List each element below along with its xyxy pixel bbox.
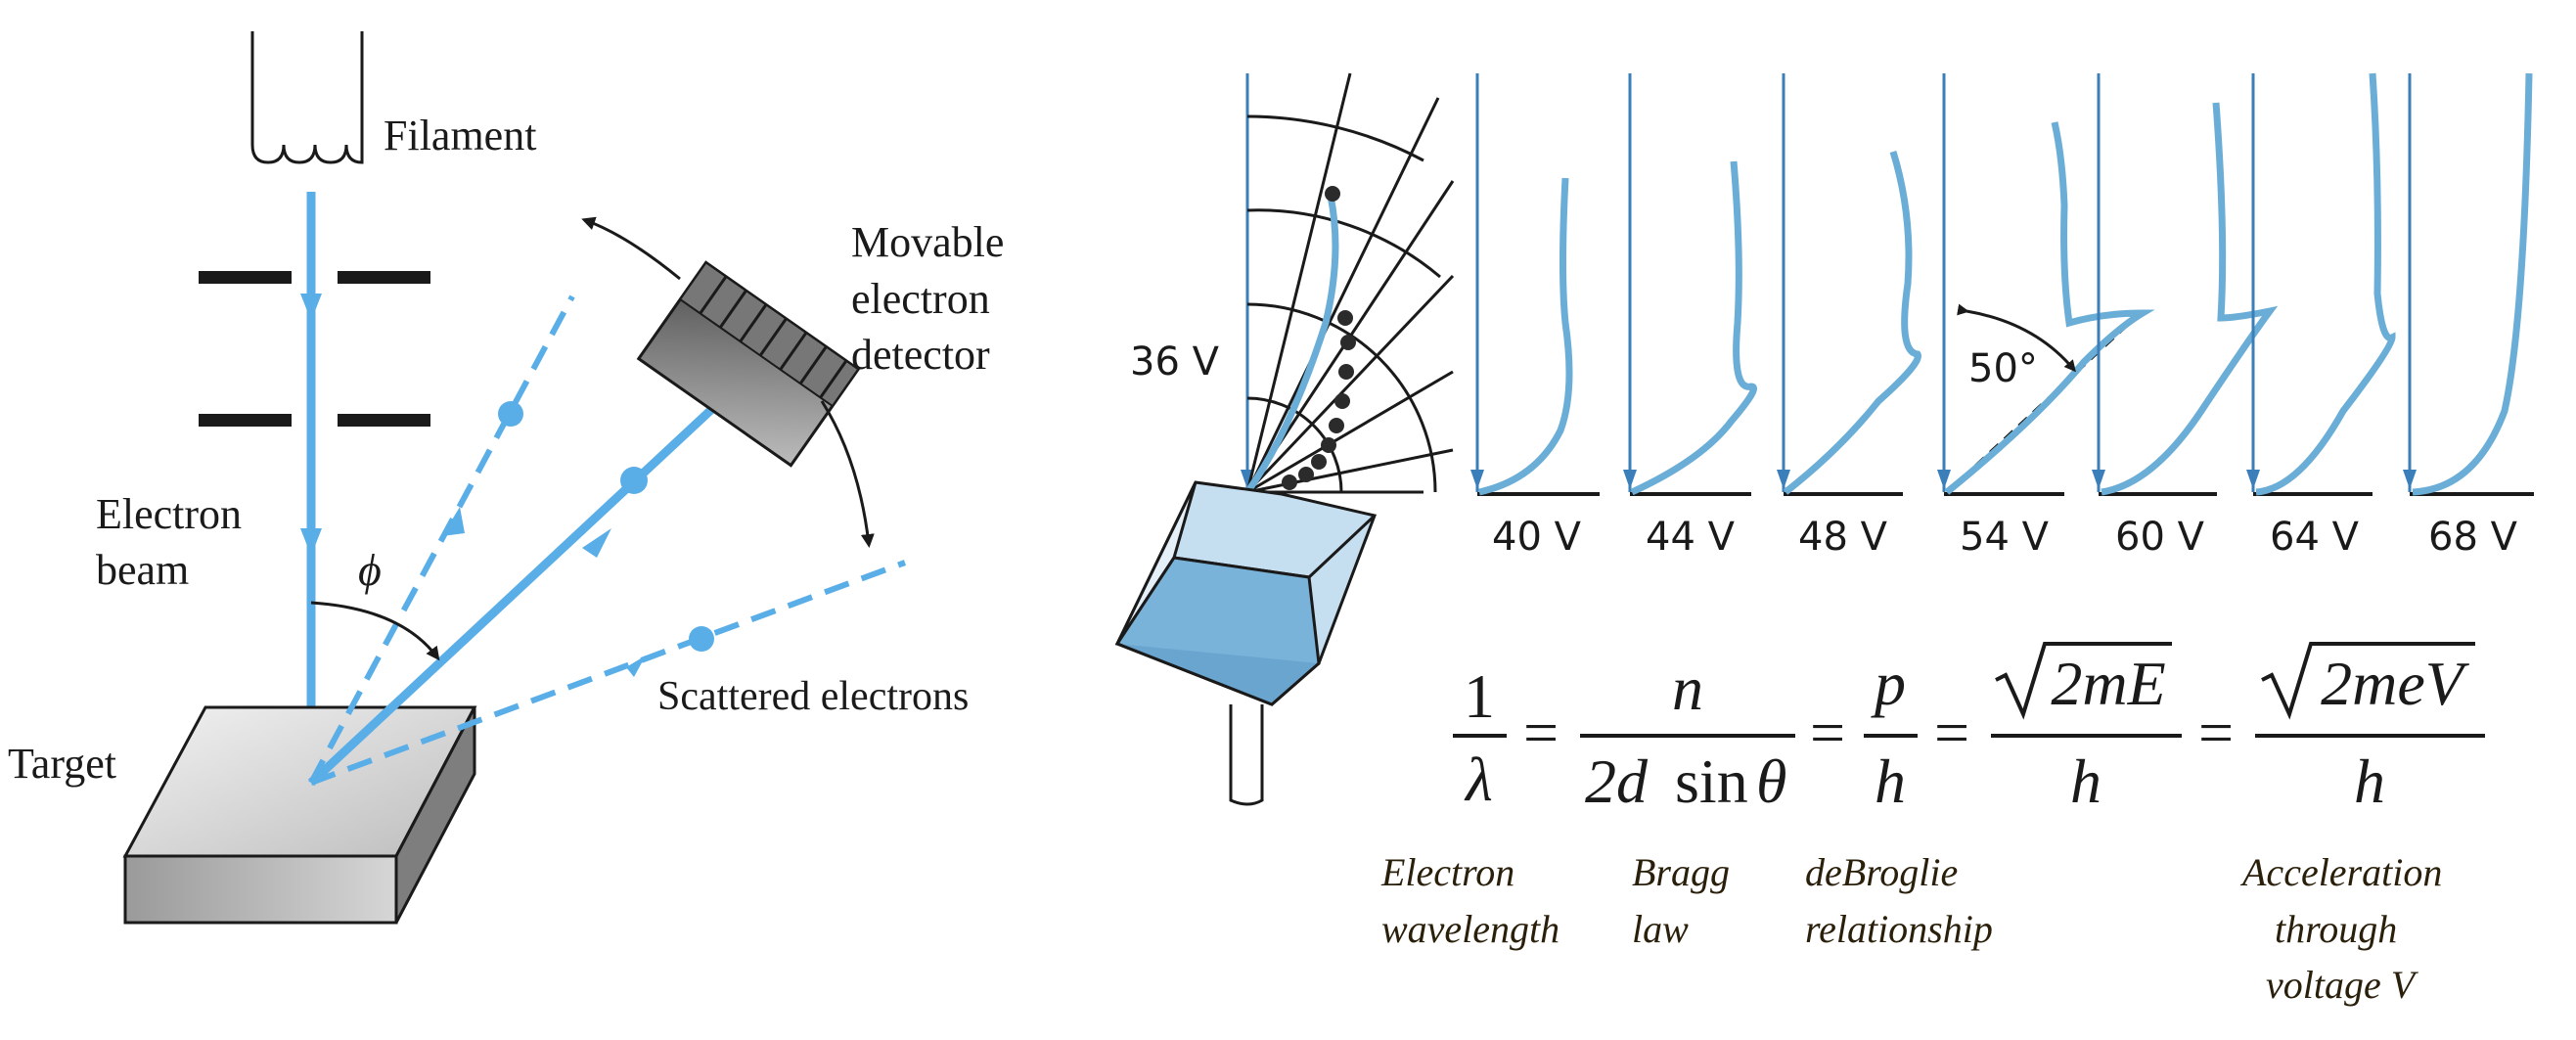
eq-term3-numerator: p: [1871, 649, 1906, 718]
intensity-curve-60v: [2101, 102, 2279, 496]
scattered-arrow-lower: [626, 656, 646, 677]
caption-electron-wavelength-1: Electron: [1380, 850, 1514, 894]
aperture-plate-top-right: [338, 271, 430, 284]
target-label: Target: [8, 740, 116, 788]
scattered-beam-solid: [307, 389, 733, 787]
electron-beam-label-2: beam: [96, 546, 189, 594]
polar-grid-36v: [1241, 72, 1455, 495]
voltage-label-64v: 64 V: [2270, 515, 2360, 560]
eq-term1-denominator: λ: [1464, 745, 1493, 814]
voltage-label-54v: 54 V: [1960, 515, 2050, 560]
filament-label: Filament: [384, 112, 536, 159]
wavelength-equation: 1 λ = n 2d sin θ = p h = 2mE h = 2meV h: [1453, 642, 2485, 816]
voltage-label-48v: 48 V: [1798, 515, 1888, 560]
beam-arrow-2: [300, 528, 322, 556]
detector-motion-arc-down: [820, 400, 875, 548]
caption-acceleration-3: voltage V: [2266, 963, 2419, 1007]
movable-electron-detector: [636, 260, 861, 468]
eq-term5-sqrt: [2261, 642, 2475, 720]
panel-40v: [1470, 73, 1600, 496]
intensity-curve-40v: [1478, 177, 1573, 496]
eq-term2-numerator: n: [1672, 654, 1703, 723]
eq-term5-numerator: 2meV: [2321, 649, 2470, 718]
caption-bragg-law-2: law: [1632, 907, 1689, 951]
eq-equals-4: =: [2198, 698, 2234, 767]
scattered-arrow-middle: [582, 528, 611, 558]
caption-debroglie-1: deBroglie: [1805, 850, 1958, 894]
detector-motion-arc-up: [581, 216, 681, 281]
caption-debroglie-2: relationship: [1805, 907, 1993, 951]
eq-term5-denominator: h: [2354, 746, 2385, 816]
electron-beam-label-1: Electron: [96, 490, 242, 538]
panel-60v: [2092, 73, 2279, 496]
eq-term4-numerator: 2mE: [2051, 649, 2165, 718]
panel-44v: [1623, 73, 1757, 496]
eq-equals-1: =: [1523, 698, 1559, 767]
caption-acceleration-2: through: [2275, 907, 2397, 951]
eq-term2-den-2d: 2d: [1585, 746, 1649, 816]
phi-label: ϕ: [358, 545, 382, 595]
detector-label-1: Movable: [851, 218, 1004, 266]
davisson-germer-apparatus: Filament Electron beam Target ϕ: [8, 31, 1004, 925]
caption-bragg-law-1: Bragg: [1632, 850, 1730, 894]
intensity-curve-68v: [2412, 72, 2533, 496]
scattered-arrow-upper: [442, 507, 465, 536]
voltage-label-40v: 40 V: [1492, 515, 1582, 560]
panel-64v: [2246, 72, 2396, 496]
intensity-curve-64v: [2255, 72, 2396, 496]
electron-dot-lower: [689, 626, 714, 652]
intensity-curve-54v: [1944, 121, 2155, 495]
scattered-electrons-label: Scattered electrons: [657, 674, 969, 719]
polar-intensity-plots: 50° 36 V 40 V 44 V 48 V 54 V 60 V 64 V 6…: [1114, 72, 2534, 806]
eq-term4-sqrt: [1995, 642, 2172, 720]
scattered-beam-dashed-upper: [308, 294, 575, 785]
intensity-curve-48v: [1783, 150, 1921, 495]
voltage-label-44v: 44 V: [1646, 515, 1736, 560]
filament-coil: [250, 31, 364, 164]
eq-equals-2: =: [1810, 698, 1845, 767]
eq-term4-denominator: h: [2070, 746, 2101, 816]
voltage-label-68v: 68 V: [2428, 515, 2518, 560]
caption-acceleration-1: Acceleration: [2239, 850, 2442, 894]
beam-arrow-1: [300, 294, 322, 321]
eq-term2-den-sin: sin: [1675, 746, 1748, 816]
intensity-curve-44v: [1630, 160, 1757, 496]
electron-dot-upper: [498, 401, 523, 427]
detector-label-2: electron: [851, 275, 990, 323]
phi-angle-arc: [310, 601, 440, 661]
detector-label-3: detector: [851, 331, 990, 379]
nickel-crystal: [1114, 480, 1378, 806]
scattered-beam-dashed-lower: [309, 560, 907, 786]
aperture-plate-top-left: [199, 271, 292, 284]
intensity-curve-36v: [1244, 191, 1339, 495]
eq-equals-3: =: [1934, 698, 1969, 767]
panel-54v: 50°: [1937, 73, 2155, 496]
electron-dot-middle: [620, 467, 648, 494]
eq-term3-denominator: h: [1875, 746, 1906, 816]
angle-label-50: 50°: [1968, 346, 2038, 391]
caption-electron-wavelength-2: wavelength: [1381, 907, 1559, 951]
eq-term1-numerator: 1: [1464, 661, 1495, 731]
panel-48v: [1777, 73, 1921, 496]
aperture-plate-bottom-right: [338, 414, 430, 427]
target-front-face: [123, 854, 398, 925]
voltage-label-60v: 60 V: [2115, 515, 2205, 560]
eq-term2-den-theta: θ: [1756, 746, 1786, 816]
target-side-face: [394, 706, 476, 924]
equation-captions: Electron wavelength Bragg law deBroglie …: [1380, 850, 2442, 1007]
aperture-plate-bottom-left: [199, 414, 292, 427]
panel-68v: [2403, 72, 2534, 496]
voltage-label-36v: 36 V: [1130, 339, 1220, 384]
angle-50-arc: [1957, 303, 2076, 373]
